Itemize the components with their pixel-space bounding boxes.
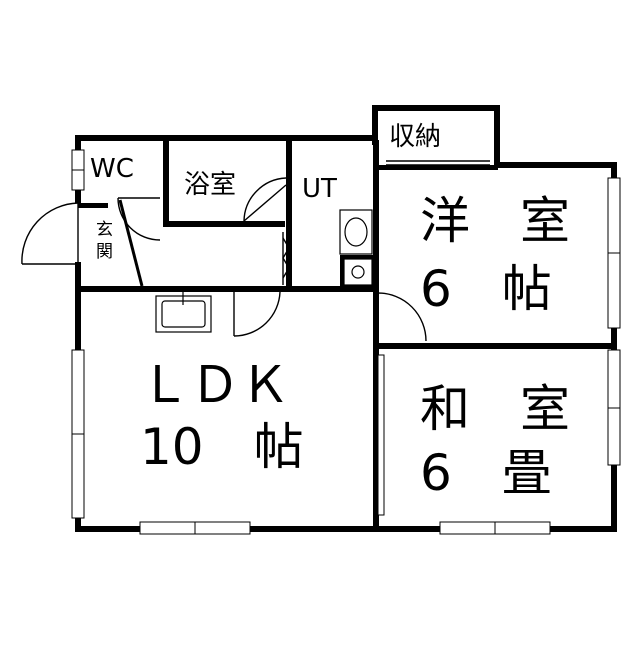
doors — [21, 160, 490, 343]
japanese-room-label: 和 室 — [420, 380, 570, 438]
western-room-size: 6 帖 — [420, 260, 552, 318]
utility-label: UT — [302, 174, 337, 204]
japanese-room-size: 6 畳 — [420, 444, 552, 502]
bath-label: 浴室 — [184, 170, 237, 200]
western-room-label: 洋 室 — [420, 192, 570, 250]
ldk-label: ＬＤＫ — [140, 356, 290, 414]
entrance-label-2: 関 — [96, 242, 113, 262]
storage-label: 収納 — [389, 122, 442, 152]
fixtures — [155, 209, 373, 333]
entrance-label-1: 玄 — [96, 220, 113, 240]
window-mullions — [72, 169, 620, 534]
wc-label: WC — [90, 154, 134, 184]
ldk-size: 10 帖 — [140, 418, 304, 476]
